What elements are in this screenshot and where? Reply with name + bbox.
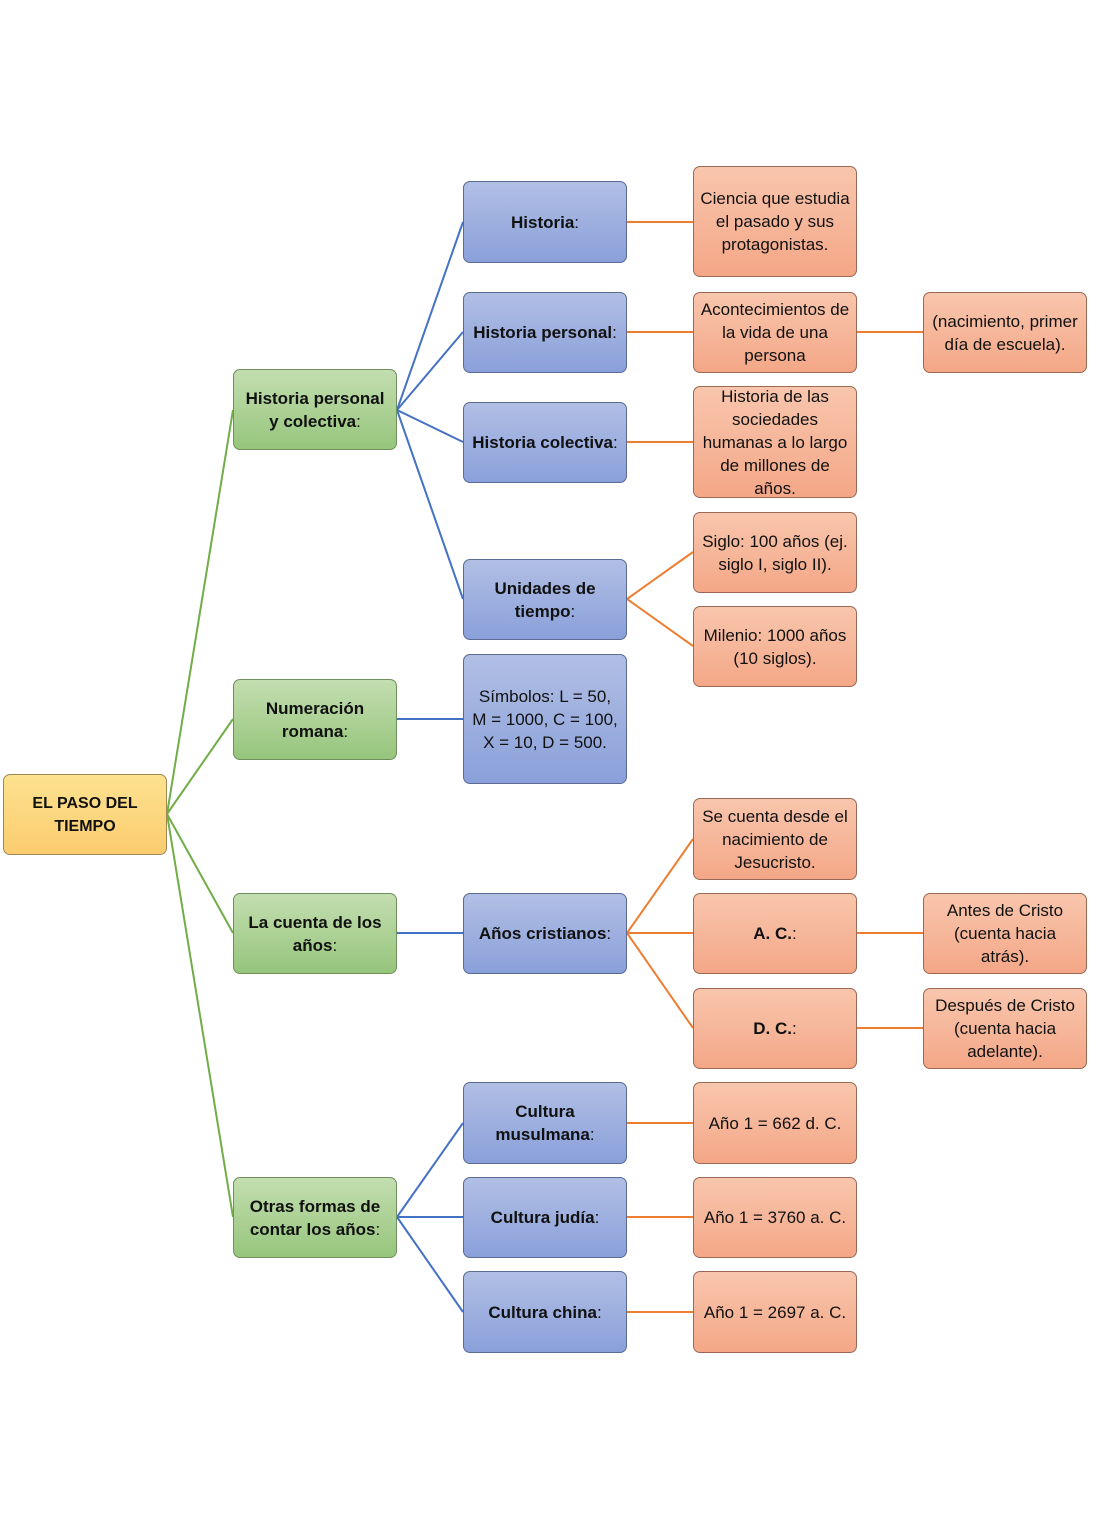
cuenta-anos-node: La cuenta de los años:: [233, 893, 397, 974]
ej-personal-node: (nacimiento, primer día de escuela).: [923, 292, 1087, 373]
line-root-numeracion: [166, 718, 234, 815]
historia-node: Historia:: [463, 181, 627, 263]
historia-personal-colectiva-node: Historia personal y colectiva:: [233, 369, 397, 450]
unidades-tiempo-suffix: :: [570, 601, 576, 621]
siglo-node: Siglo: 100 años (ej. siglo I, siglo II).: [693, 512, 857, 593]
despues-cristo-text: Después de Cristo (cuenta hacia adelante…: [935, 996, 1075, 1061]
cultura-china-title: Cultura china: [488, 1302, 597, 1322]
def-historia-text: Ciencia que estudia el pasado y sus prot…: [700, 189, 850, 254]
cultura-china-suffix: :: [596, 1302, 602, 1322]
cuenta-anos-title: La cuenta de los años: [248, 912, 382, 955]
anos-cristianos-suffix: :: [606, 924, 612, 943]
dc-title: D. C.: [753, 1019, 792, 1038]
cultura-judia-title: Cultura judía: [490, 1208, 595, 1227]
anos-cristianos-title: Años cristianos: [478, 924, 607, 943]
historia-suffix: :: [574, 212, 580, 232]
line-hpc-colectiva: [396, 409, 464, 443]
unidades-tiempo-node: Unidades de tiempo:: [463, 559, 627, 640]
cultura-china-node: Cultura china:: [463, 1271, 627, 1353]
line-hpc-historia: [396, 221, 464, 411]
otras-formas-node: Otras formas de contar los años:: [233, 1177, 397, 1258]
def-personal-node: Acontecimientos de la vida de una person…: [693, 292, 857, 373]
def-colectiva-node: Historia de las sociedades humanas a lo …: [693, 386, 857, 498]
line-unidades-siglo: [626, 551, 694, 600]
line-unidades-milenio: [626, 598, 694, 647]
cultura-judia-node: Cultura judía:: [463, 1177, 627, 1258]
historia-personal-suffix: :: [612, 323, 617, 342]
def-historia-node: Ciencia que estudia el pasado y sus prot…: [693, 166, 857, 277]
milenio-text: Milenio: 1000 años (10 siglos).: [703, 625, 847, 668]
numeracion-romana-node: Numeración romana:: [233, 679, 397, 760]
antes-cristo-node: Antes de Cristo (cuenta hacia atrás).: [923, 893, 1087, 974]
ano-china-node: Año 1 = 2697 a. C.: [693, 1271, 857, 1353]
ac-suffix: :: [792, 924, 797, 943]
simbolos-text: Símbolos: L = 50, M = 1000, C = 100, X =…: [472, 686, 618, 752]
ano-musulmana-text: Año 1 = 662 d. C.: [708, 1113, 842, 1133]
ano-china-text: Año 1 = 2697 a. C.: [703, 1302, 847, 1322]
historia-personal-colectiva-title: Historia personal y colectiva: [245, 388, 385, 431]
def-personal-text: Acontecimientos de la vida de una person…: [700, 300, 850, 365]
historia-personal-node: Historia personal:: [463, 292, 627, 373]
dc-node: D. C.:: [693, 988, 857, 1069]
line-cristianos-secuenta: [626, 838, 694, 934]
line-otras-musulmana: [396, 1122, 464, 1218]
cultura-musulmana-title: Cultura musulmana: [495, 1102, 590, 1144]
ac-node: A. C.:: [693, 893, 857, 974]
line-otras-china: [396, 1216, 464, 1313]
def-colectiva-text: Historia de las sociedades humanas a lo …: [702, 386, 848, 498]
numeracion-romana-suffix: :: [343, 721, 349, 741]
root-node: EL PASO DEL TIEMPO: [3, 774, 167, 855]
cultura-judia-suffix: :: [594, 1208, 600, 1227]
ano-judia-node: Año 1 = 3760 a. C.: [693, 1177, 857, 1258]
historia-personal-colectiva-suffix: :: [356, 411, 361, 431]
ac-title: A. C.: [753, 924, 792, 943]
line-root-otras: [166, 813, 234, 1218]
historia-personal-title: Historia personal: [473, 323, 613, 342]
unidades-tiempo-title: Unidades de tiempo: [494, 578, 596, 621]
line-root-cuenta: [166, 813, 234, 934]
antes-cristo-text: Antes de Cristo (cuenta hacia atrás).: [946, 901, 1064, 966]
despues-cristo-node: Después de Cristo (cuenta hacia adelante…: [923, 988, 1087, 1069]
ano-musulmana-node: Año 1 = 662 d. C.: [693, 1082, 857, 1164]
numeracion-romana-title: Numeración romana: [265, 698, 365, 741]
dc-suffix: :: [792, 1019, 797, 1038]
siglo-text: Siglo: 100 años (ej. siglo I, siglo II).: [702, 531, 848, 574]
cultura-musulmana-suffix: :: [589, 1125, 595, 1144]
line-root-historia-pc: [166, 409, 234, 815]
line-cristianos-dc: [626, 932, 694, 1029]
cuenta-anos-suffix: :: [332, 935, 338, 955]
line-hpc-personal: [396, 331, 464, 411]
historia-title: Historia: [510, 212, 575, 232]
se-cuenta-node: Se cuenta desde el nacimiento de Jesucri…: [693, 798, 857, 880]
ano-judia-text: Año 1 = 3760 a. C.: [703, 1208, 847, 1227]
line-hpc-unidades: [396, 409, 464, 600]
historia-colectiva-title: Historia colectiva: [472, 433, 614, 452]
se-cuenta-text: Se cuenta desde el nacimiento de Jesucri…: [702, 806, 848, 872]
simbolos-node: Símbolos: L = 50, M = 1000, C = 100, X =…: [463, 654, 627, 784]
ej-personal-text: (nacimiento, primer día de escuela).: [932, 311, 1078, 354]
milenio-node: Milenio: 1000 años (10 siglos).: [693, 606, 857, 687]
cultura-musulmana-node: Cultura musulmana:: [463, 1082, 627, 1164]
root-title: EL PASO DEL TIEMPO: [32, 794, 138, 835]
otras-formas-title: Otras formas de contar los años: [249, 1196, 381, 1239]
historia-colectiva-suffix: :: [613, 433, 618, 452]
otras-formas-suffix: :: [375, 1219, 381, 1239]
historia-colectiva-node: Historia colectiva:: [463, 402, 627, 483]
anos-cristianos-node: Años cristianos:: [463, 893, 627, 974]
